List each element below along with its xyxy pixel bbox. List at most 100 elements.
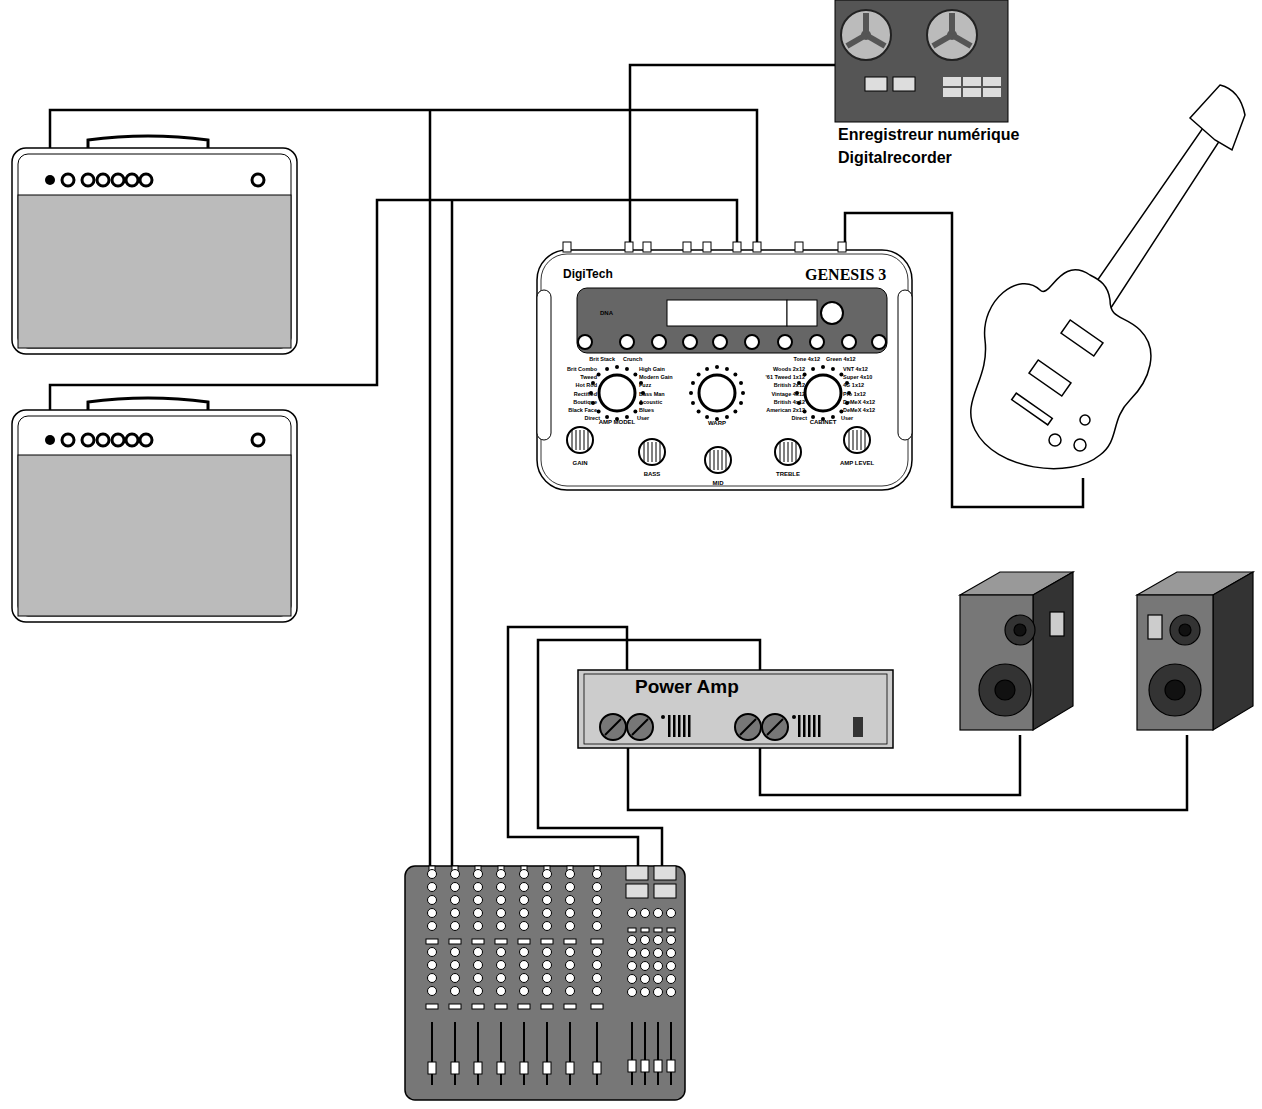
art-shape	[140, 174, 152, 186]
art-shape	[625, 415, 629, 419]
art-shape	[983, 88, 1001, 97]
art-shape	[523, 1022, 525, 1085]
art-shape	[739, 381, 743, 385]
art-shape	[683, 335, 697, 349]
art-shape	[597, 409, 601, 413]
art-shape	[657, 1022, 659, 1085]
art-shape	[626, 884, 648, 898]
art-shape	[740, 719, 756, 735]
art-shape	[577, 288, 887, 353]
art-shape	[566, 909, 575, 918]
art-shape	[474, 987, 483, 996]
control-label: Direct	[791, 416, 807, 422]
art-shape	[654, 975, 663, 984]
art-shape	[474, 883, 483, 892]
art-shape	[733, 373, 737, 377]
art-shape	[599, 375, 635, 411]
control-label: AMP LEVEL	[840, 460, 874, 466]
art-shape	[1137, 595, 1213, 730]
art-shape	[497, 896, 506, 905]
art-shape	[628, 949, 637, 958]
art-shape	[691, 381, 695, 385]
art-shape	[593, 883, 602, 892]
art-shape	[654, 866, 676, 880]
art-shape	[641, 909, 650, 918]
art-shape	[625, 242, 633, 252]
art-shape	[451, 922, 460, 931]
art-shape	[844, 427, 870, 453]
art-shape	[660, 442, 661, 462]
art-shape	[543, 1062, 551, 1074]
control-label: Brit Stack	[589, 357, 615, 363]
art-shape	[628, 988, 637, 997]
art-shape	[963, 88, 981, 97]
art-shape	[705, 367, 709, 371]
guitar-amp	[12, 398, 297, 622]
art-shape	[735, 714, 761, 740]
control-label: BASS	[644, 471, 661, 477]
art-shape	[699, 375, 735, 411]
art-shape	[861, 430, 862, 450]
art-shape	[474, 974, 483, 983]
art-shape	[543, 909, 552, 918]
art-shape	[1149, 664, 1201, 716]
art-shape	[654, 928, 662, 932]
art-shape	[865, 77, 887, 91]
speaker	[960, 572, 1073, 730]
art-shape	[652, 335, 666, 349]
art-shape	[428, 883, 437, 892]
art-shape	[831, 415, 835, 419]
art-shape	[762, 714, 788, 740]
art-shape	[803, 715, 806, 737]
art-shape	[474, 909, 483, 918]
art-shape	[591, 1004, 603, 1009]
art-shape	[808, 715, 811, 737]
art-shape	[593, 1062, 601, 1074]
art-shape	[805, 375, 841, 411]
art-shape	[576, 430, 577, 450]
control-label: User	[841, 416, 853, 422]
art-shape	[88, 136, 208, 148]
art-shape	[641, 1060, 649, 1072]
art-shape	[971, 270, 1151, 469]
control-label: Modern Gain	[639, 375, 673, 381]
art-shape	[596, 1022, 598, 1085]
art-shape	[722, 450, 723, 470]
art-shape	[739, 401, 743, 405]
art-shape	[631, 1022, 633, 1085]
art-shape	[97, 434, 109, 446]
art-shape	[497, 909, 506, 918]
art-shape	[588, 430, 589, 450]
art-shape	[741, 391, 745, 395]
art-shape	[1080, 415, 1090, 425]
art-shape	[628, 928, 636, 932]
art-shape	[1029, 360, 1071, 396]
art-shape	[429, 110, 432, 870]
art-shape	[428, 896, 437, 905]
art-shape	[541, 939, 553, 944]
art-shape	[620, 335, 634, 349]
recorder-box: Enregistreur numériqueDigitalrecorder	[835, 0, 1008, 122]
art-shape	[1012, 393, 1053, 425]
art-shape	[593, 909, 602, 918]
art-shape	[566, 883, 575, 892]
art-shape	[733, 242, 741, 252]
art-shape	[45, 175, 55, 185]
art-shape	[605, 415, 609, 419]
art-shape	[821, 302, 843, 324]
art-shape	[451, 974, 460, 983]
art-shape	[1165, 680, 1185, 700]
control-label: 4G 1x12	[843, 383, 864, 389]
art-shape	[683, 715, 686, 737]
control-label: Vintage 4x12	[771, 392, 805, 398]
art-shape	[566, 987, 575, 996]
art-shape	[697, 373, 701, 377]
art-shape	[893, 77, 915, 91]
art-shape	[428, 987, 437, 996]
art-shape	[474, 948, 483, 957]
art-shape	[495, 1004, 507, 1009]
processor-box: DigiTechGENESIS 3DNABrit StackCrunchBrit…	[537, 240, 912, 492]
art-shape	[593, 896, 602, 905]
art-shape	[933, 35, 952, 46]
